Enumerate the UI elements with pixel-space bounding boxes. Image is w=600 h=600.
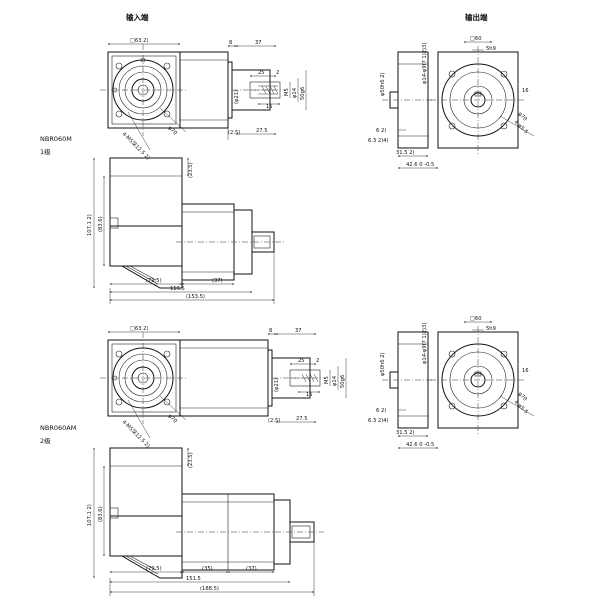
side2-dim37: (37) xyxy=(246,566,257,572)
output-side-title: 输出端 xyxy=(465,12,488,22)
input-d14-2: φ14 xyxy=(332,375,338,386)
input-side-stage2: 8 37 25 2 15 (φ21) M5 φ14 50g6 (2.5) 27.… xyxy=(179,328,347,424)
output-dim6-1: 6 2) xyxy=(376,128,386,134)
input-view-stage1: φ70 4-M5深12.5 2) □63 2) xyxy=(100,38,188,161)
input-dim15-1: 15 xyxy=(266,104,273,110)
input-dim2-2: 2 xyxy=(316,358,319,364)
output-pcd-2: φ70 xyxy=(517,391,528,402)
input-pcd-label-1: φ70 xyxy=(167,125,178,136)
input-dim27-5-2: 27.5 xyxy=(296,416,308,422)
output-view-stage1: □60 5h9 φ50h6 2) φ14-φ9f7 1)2)3) 16 φ70 … xyxy=(368,36,535,169)
input-shaft-dia-1: (φ21) xyxy=(234,90,240,104)
input-dim37-1: 37 xyxy=(255,40,262,46)
output-bolt-2: 4-φ5.5 xyxy=(513,399,529,415)
output-dim6-2: 6 2) xyxy=(376,408,386,414)
side1-dim23: (23.5) xyxy=(188,162,194,178)
input-dim37-2: 37 xyxy=(295,328,302,334)
output-dim16-1: 16 xyxy=(522,88,529,94)
side1-dim37: (37) xyxy=(212,278,223,284)
side1-dim107: 107.1 2) xyxy=(87,214,93,236)
input-d50-1: 50g6 xyxy=(300,87,306,100)
output-flange-2: φ50h6 2) xyxy=(380,352,386,376)
output-square-1: □60 xyxy=(470,36,482,42)
output-flange-1: φ50h6 2) xyxy=(380,72,386,96)
side-view-stage2: 107.1 2) (83.6) (23.5) (79.5) (35) (37) … xyxy=(87,447,324,596)
output-dim31-1: 31.5 2) xyxy=(396,150,415,156)
output-bolt-1: 4-φ5.5 xyxy=(513,119,529,135)
model-code-stage2: NBR060AM xyxy=(40,424,76,432)
input-dim2-5-2: (2.5) xyxy=(268,418,280,424)
input-side-title: 输入端 xyxy=(126,12,149,22)
input-d14-1: φ14 xyxy=(292,87,298,98)
side2-dim79: (79.5) xyxy=(146,566,162,572)
side2-dim107: 107.1 2) xyxy=(87,504,93,526)
input-dim25-2: 25 xyxy=(298,358,305,364)
output-dim6-3-2: 6.3 2)4) xyxy=(368,418,389,424)
input-dim8-2: 8 xyxy=(269,328,272,334)
model-code-stage1: NBR060M xyxy=(40,135,72,143)
model-stage-stage2: 2级 xyxy=(40,436,51,445)
output-dim16-2: 16 xyxy=(522,368,529,374)
side1-dim83: (83.6) xyxy=(98,216,104,232)
output-dim42-2: 42.6 0 -0.5 xyxy=(406,442,434,448)
output-dim6-3-1: 6.3 2)4) xyxy=(368,138,389,144)
input-dim25-1: 25 xyxy=(258,70,265,76)
input-m5-2: M5 xyxy=(324,376,330,384)
input-dim2-1: 2 xyxy=(276,70,279,76)
input-dim27-5-1: 27.5 xyxy=(256,128,268,134)
output-key-2: 5h9 xyxy=(486,326,496,332)
input-view-stage2: φ70 4-M5深12.5 2) □63 2) xyxy=(100,326,188,449)
input-shaft-dia-2: (φ21) xyxy=(274,378,280,392)
side2-dim35: (35) xyxy=(202,566,213,572)
input-pcd-label-2: φ70 xyxy=(167,413,178,424)
model-stage-stage1: 1级 xyxy=(40,147,51,156)
side1-dim116: 116.5 xyxy=(170,286,185,292)
side2-dim23: (23.5) xyxy=(188,452,194,468)
output-dim31-2: 31.5 2) xyxy=(396,430,415,436)
input-square-label-2: □63 2) xyxy=(130,326,148,332)
side2-dim83: (83.6) xyxy=(98,506,104,522)
output-key-1: 5h9 xyxy=(486,46,496,52)
output-pcd-1: φ70 xyxy=(517,111,528,122)
input-d50-2: 50g6 xyxy=(340,375,346,388)
output-shaft-tol-2: φ14-φ9f7 1)2)3) xyxy=(422,323,428,364)
input-m5-1: M5 xyxy=(284,88,290,96)
input-square-label-1: □63 2) xyxy=(130,38,148,44)
side1-dim153: (153.5) xyxy=(186,294,205,300)
output-dim42-1: 42.6 0 -0.5 xyxy=(406,162,434,168)
side2-dim188: (188.5) xyxy=(200,586,219,592)
output-view-stage2: □60 5h9 φ50h6 2) φ14-φ9f7 1)2)3) 16 φ70 … xyxy=(368,316,535,449)
side-view-stage1: 107.1 2) (83.6) (23.5) (79.5) (37) 116.5… xyxy=(87,157,286,304)
side1-dim79: (79.5) xyxy=(146,278,162,284)
input-dim15-2: 15 xyxy=(306,392,313,398)
input-dim8-1: 8 xyxy=(229,40,232,46)
side2-dim151: 151.5 xyxy=(186,576,201,582)
output-shaft-tol-1: φ14-φ9f7 1)2)3) xyxy=(422,43,428,84)
input-side-stage1: 8 37 25 2 15 (φ21) M5 φ14 50g6 (2.5) 27.… xyxy=(179,40,307,140)
output-square-2: □60 xyxy=(470,316,482,322)
input-dim2-5-1: (2.5) xyxy=(228,130,240,136)
